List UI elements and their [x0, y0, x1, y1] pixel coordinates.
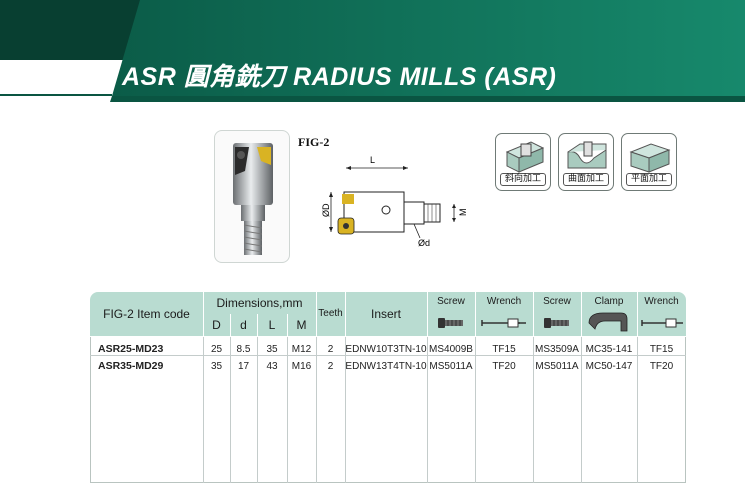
row2-wrench1: TF20 — [492, 361, 516, 372]
clamp-icon — [588, 312, 628, 332]
row1-wrench2: TF15 — [649, 344, 674, 355]
row1-code: ASR25-MD23 — [98, 343, 164, 355]
header-wrench-1: Wrench — [486, 296, 522, 307]
header-wrench-2: Wrench — [644, 296, 679, 307]
screw-icon — [438, 318, 463, 328]
dim-label-D: ØD — [321, 203, 331, 217]
header-teeth: Teeth — [318, 308, 343, 319]
screw-icon-2 — [544, 318, 569, 328]
row2-d: 17 — [237, 361, 250, 372]
header-screw-2: Screw — [543, 296, 571, 307]
header-screw-1: Screw — [437, 296, 465, 307]
row2-screw1: MS5011A — [429, 361, 473, 372]
ramping-icon — [505, 141, 545, 173]
radius-mill-photo — [233, 143, 273, 255]
header-dim-M: M — [296, 318, 307, 332]
process-label-contouring: 曲面加工 — [563, 173, 609, 186]
face-milling-icon — [629, 143, 671, 173]
header-dim-L: L — [268, 318, 276, 332]
header-banner: ASR 圓角銑刀 RADIUS MILLS (ASR) — [0, 0, 745, 102]
process-face-milling: 平面加工 — [621, 133, 677, 191]
row2-code: ASR35-MD29 — [98, 360, 164, 372]
banner-graphic — [0, 0, 745, 102]
row1-clamp: MC35-141 — [585, 344, 633, 355]
row1-L: 35 — [266, 344, 278, 355]
header-clamp: Clamp — [594, 296, 624, 307]
table-header — [90, 292, 686, 336]
row2-wrench2: TF20 — [649, 361, 674, 372]
row1-M: M12 — [291, 344, 312, 355]
header-item-code: FIG-2 Item code — [103, 307, 190, 321]
row1-wrench1: TF15 — [492, 344, 516, 355]
process-label-ramping: 斜向加工 — [500, 173, 546, 186]
row1-screw2: MS3509A — [535, 344, 579, 355]
process-contouring: 曲面加工 — [558, 133, 614, 191]
process-icons: 斜向加工 曲面加工 平面加工 — [495, 133, 680, 193]
header-dimensions: Dimensions,mm — [216, 296, 303, 310]
header-dim-D: D — [212, 318, 221, 332]
row2-screw2: MS5011A — [535, 361, 579, 372]
row1-teeth: 2 — [327, 344, 334, 355]
banner-title: ASR 圓角銑刀 RADIUS MILLS (ASR) — [122, 63, 557, 91]
row2-teeth: 2 — [327, 361, 334, 372]
table-body — [90, 337, 686, 483]
row2-insert: EDNW13T4TN-10 — [345, 361, 427, 372]
dim-label-L: L — [370, 155, 375, 165]
row2-clamp: MC50-147 — [585, 361, 633, 372]
dim-label-M: M — [458, 209, 468, 217]
wrench-icon-2 — [641, 318, 683, 328]
spec-table: FIG-2 Item code Dimensions,mm D d L M Te… — [90, 292, 686, 484]
process-ramping: 斜向加工 — [495, 133, 551, 191]
row2-M: M16 — [291, 361, 312, 372]
header-dim-d: d — [240, 318, 247, 332]
insert-top — [342, 194, 354, 204]
technical-drawing: L ØD M Ød — [321, 155, 468, 248]
contouring-icon — [567, 141, 607, 169]
header-insert: Insert — [370, 307, 401, 321]
row1-D: 25 — [210, 344, 223, 355]
row1-screw1: MS4009B — [429, 344, 473, 355]
row1-d: 8.5 — [236, 344, 251, 355]
row2-L: 43 — [266, 361, 278, 372]
row2-D: 35 — [210, 361, 223, 372]
process-label-face: 平面加工 — [626, 173, 672, 186]
dim-label-d: Ød — [418, 238, 430, 248]
product-photo-frame — [214, 130, 290, 263]
figure-label: FIG-2 — [298, 135, 330, 149]
wrench-icon — [481, 318, 526, 328]
row1-insert: EDNW10T3TN-10 — [345, 344, 427, 355]
